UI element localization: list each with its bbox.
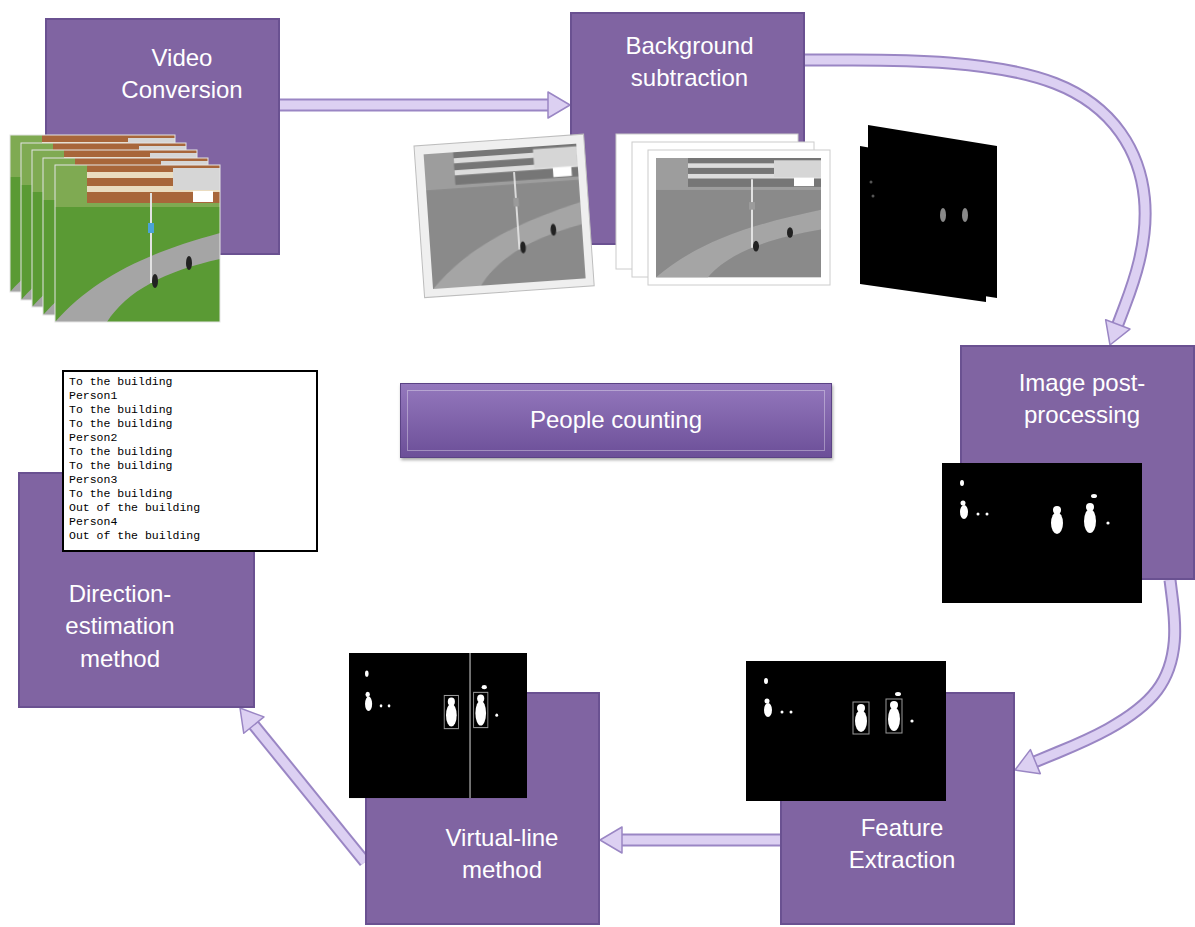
video-frame-stack [32, 150, 197, 307]
arrow-shaft [1032, 580, 1175, 763]
process-box: Background subtraction [570, 12, 805, 245]
arrow-outline [618, 834, 780, 847]
gray-frame [424, 144, 586, 289]
arrow-head [600, 827, 622, 853]
output-log: To the buildingPerson1To the buildingTo … [62, 370, 318, 552]
video-frame-stack [55, 165, 220, 322]
video-frame-stack [43, 158, 208, 315]
arrow-outline [280, 99, 552, 112]
feature-image [764, 678, 914, 732]
arrow-outline [805, 60, 1145, 328]
arrow-head [1015, 750, 1040, 774]
process-arrow [280, 92, 570, 118]
arrow-shaft [280, 101, 552, 110]
video-frame-stack [55, 165, 220, 322]
video-frame-stack [10, 135, 175, 292]
arrow-shaft [805, 60, 1145, 328]
log-line: Out of the building [69, 529, 311, 543]
hub-label: People counting [401, 404, 831, 436]
video-frame-stack [10, 135, 220, 322]
process-box: Video Conversion [45, 18, 280, 255]
process-box: Feature Extraction [780, 692, 1015, 925]
arrow-head [548, 92, 570, 118]
virtual-line-image [365, 671, 498, 727]
process-box: Virtual-line method [365, 692, 600, 925]
foreground-mask [962, 208, 968, 222]
log-line: To the building [69, 417, 311, 431]
log-line: To the building [69, 403, 311, 417]
video-frame-stack [21, 143, 186, 300]
video-frame-stack [10, 135, 175, 292]
video-frame-stack [43, 158, 208, 315]
process-label: Direction-estimation method [30, 578, 210, 675]
video-frame-stack [10, 135, 175, 292]
process-arrow [805, 60, 1145, 345]
binary-image [942, 463, 1142, 603]
arrow-outline [1032, 580, 1175, 763]
binary-image [942, 463, 1142, 603]
feature-image [886, 699, 902, 733]
foreground-mask [860, 146, 986, 302]
process-label: Image post-processing [1002, 367, 1162, 432]
arrow-shaft [618, 836, 780, 845]
feature-image [853, 702, 869, 734]
video-frame-stack [21, 143, 186, 300]
hub-box: People counting [400, 383, 832, 458]
foreground-mask [868, 125, 997, 298]
feature-image [746, 661, 946, 801]
log-line: Out of the building [69, 501, 311, 515]
gray-frame [424, 144, 586, 289]
log-line: Person4 [69, 515, 311, 529]
log-line: Person2 [69, 431, 311, 445]
gray-frame-stack [656, 158, 821, 277]
video-frame-stack [43, 158, 208, 315]
arrow-shaft [251, 722, 365, 862]
video-frame-stack [21, 143, 186, 300]
process-arrow [240, 708, 365, 862]
arrow-head [240, 708, 264, 733]
process-box: Image post-processing [960, 345, 1195, 580]
virtual-line-image [469, 653, 470, 798]
gray-frame [414, 134, 594, 297]
log-line: To the building [69, 487, 311, 501]
virtual-line-image [444, 695, 458, 728]
gray-frame-stack [616, 134, 798, 269]
arrow-head [1106, 320, 1130, 345]
process-label: Feature Extraction [822, 812, 982, 877]
foreground-mask [940, 208, 946, 222]
gray-frame-stack [656, 158, 821, 277]
log-line: To the building [69, 459, 311, 473]
foreground-mask [860, 125, 997, 302]
gray-frame-stack [616, 134, 830, 285]
video-frame-stack [55, 165, 220, 322]
foreground-mask [870, 181, 873, 184]
feature-image [746, 661, 946, 801]
log-line: Person3 [69, 473, 311, 487]
log-line: Person1 [69, 389, 311, 403]
arrow-outline [251, 722, 365, 862]
virtual-line-image [349, 653, 527, 798]
virtual-line-image [474, 692, 488, 727]
process-arrow [1015, 580, 1175, 774]
virtual-line-image [349, 653, 527, 798]
log-line: To the building [69, 375, 311, 389]
process-label: Video Conversion [102, 42, 262, 107]
video-frame-stack [32, 150, 197, 307]
gray-frame [414, 134, 594, 297]
process-label: Background subtraction [592, 30, 787, 95]
gray-frame-stack [632, 142, 814, 277]
log-line: To the building [69, 445, 311, 459]
foreground-mask [872, 195, 875, 198]
process-arrow [600, 827, 780, 853]
gray-frame-stack [648, 150, 830, 285]
binary-image [960, 480, 1110, 534]
video-frame-stack [32, 150, 197, 307]
process-label: Virtual-line method [417, 822, 587, 887]
